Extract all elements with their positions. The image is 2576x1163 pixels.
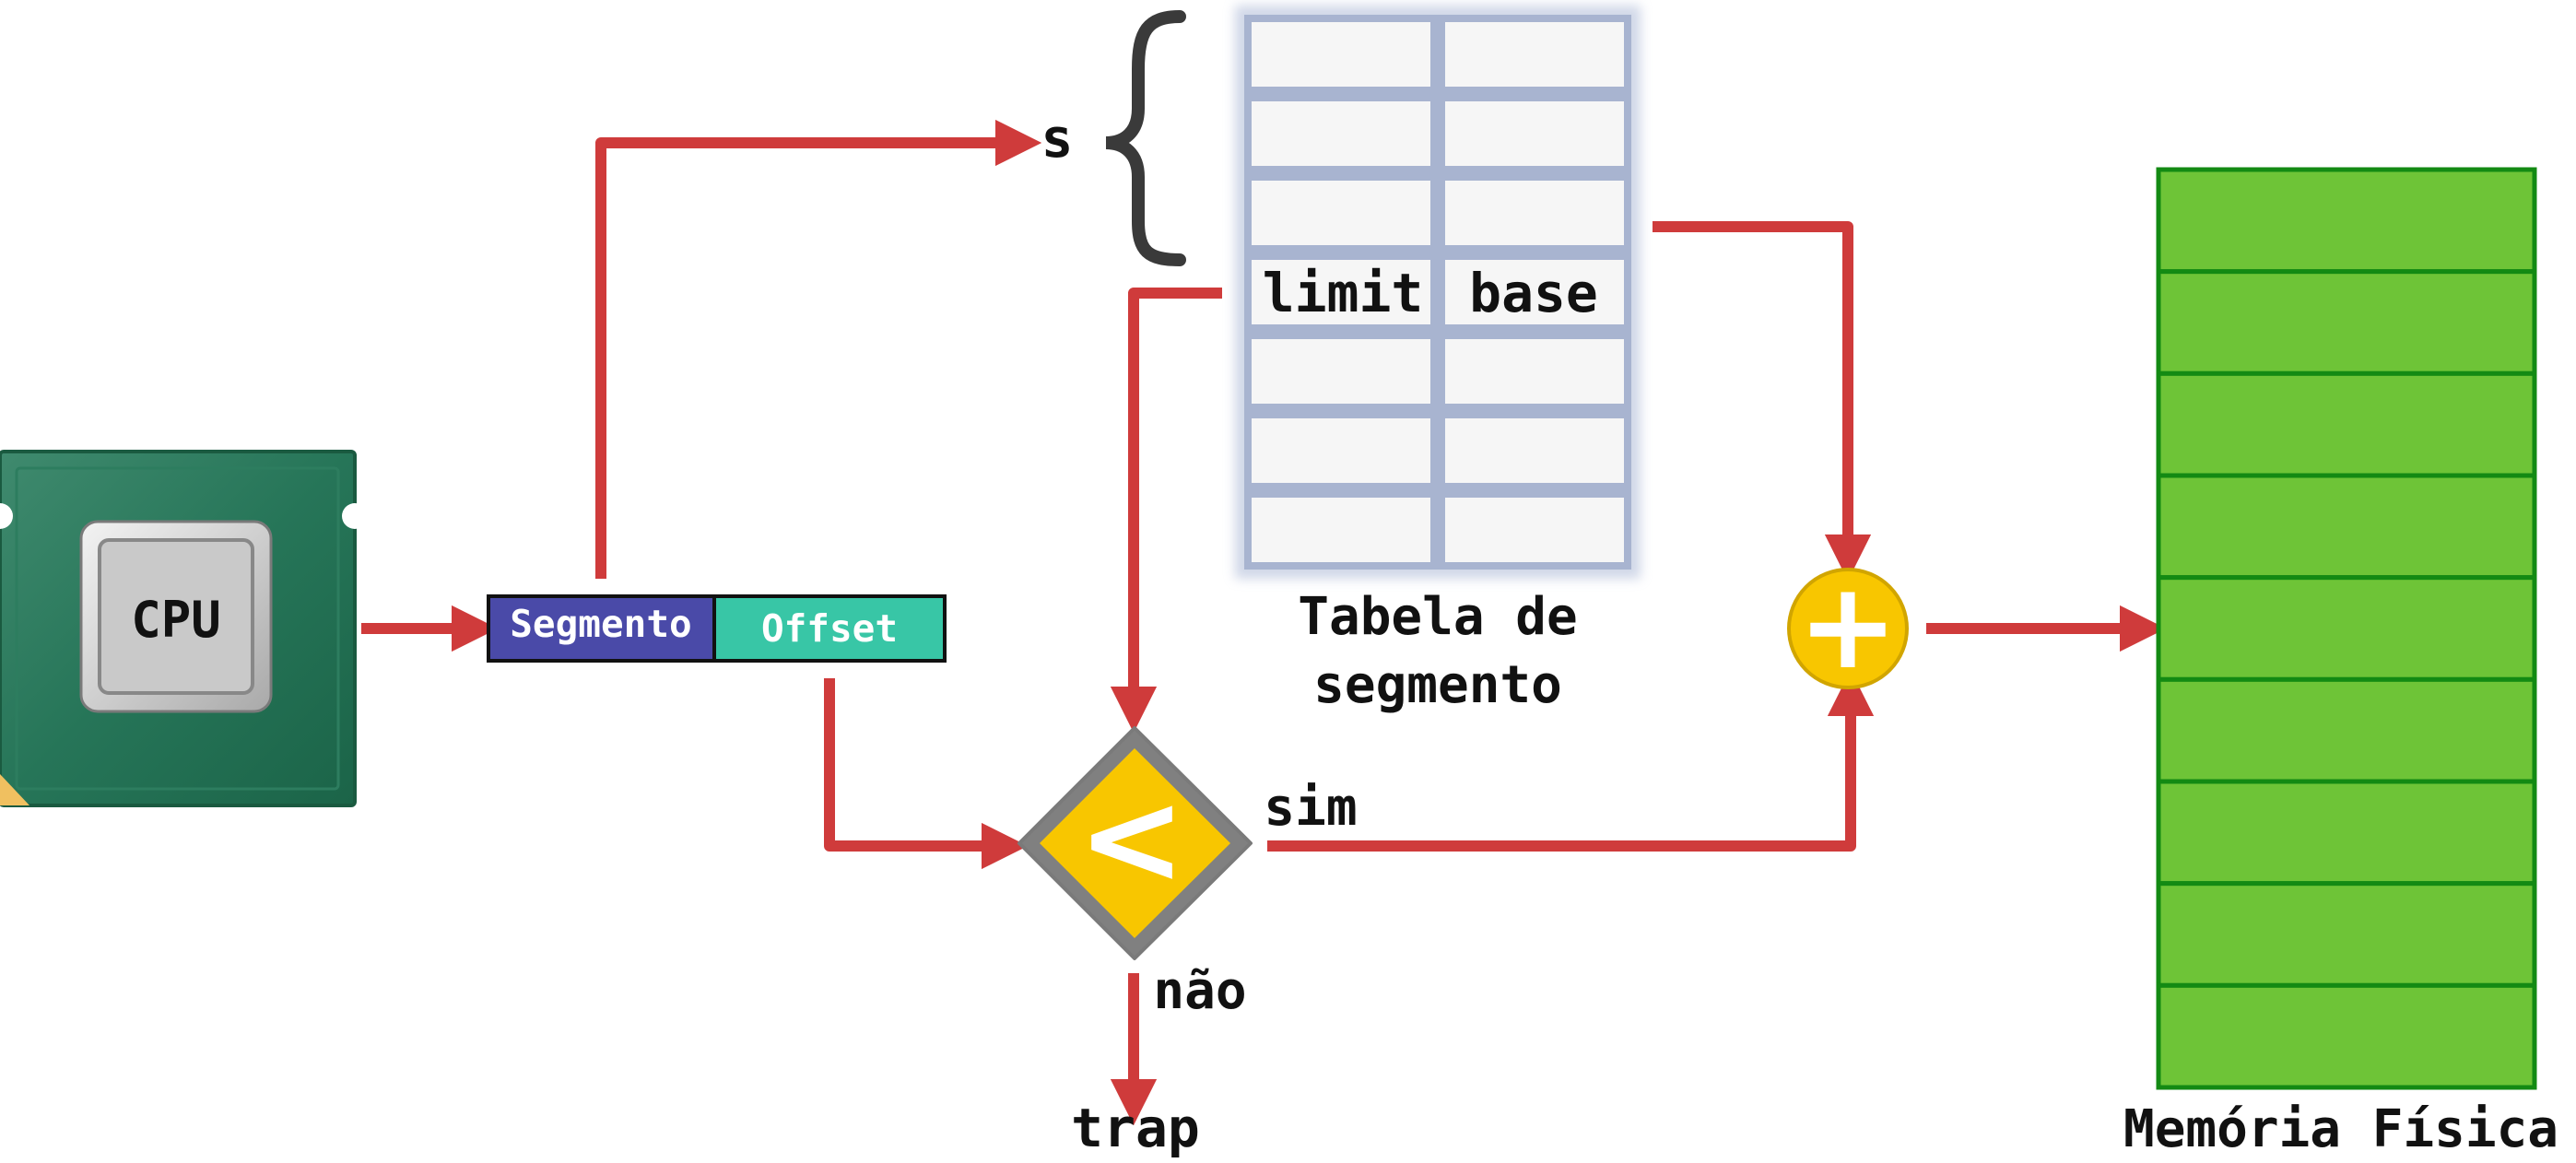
adder-symbol: +	[1798, 556, 1899, 696]
table-caption-line1: Tabela de	[1298, 587, 1577, 647]
segment-table-cell	[1445, 101, 1624, 166]
base-to-adder-arrow	[1653, 221, 1872, 582]
memory-block	[2156, 473, 2537, 581]
trap-label: trap	[1071, 1097, 1200, 1159]
comparator-symbol: <	[1077, 764, 1185, 914]
memory-block	[2156, 779, 2537, 887]
comparator: <	[1017, 726, 1253, 960]
segment-table-cell	[1445, 181, 1624, 245]
segment-field-label: Segmento	[510, 602, 691, 646]
segment-table-cell	[1252, 339, 1430, 404]
yes-to-adder-arrow	[1267, 669, 1875, 852]
memory-block	[2156, 269, 2537, 376]
segment-table-cell	[1252, 181, 1430, 245]
limit-to-comparator-arrow	[1110, 288, 1222, 734]
offset-to-comparator-arrow	[824, 678, 1029, 870]
table-limit-label: limit	[1263, 262, 1424, 324]
segment-table-cell	[1445, 22, 1624, 87]
curly-brace	[1105, 10, 1186, 266]
offset-field	[712, 594, 947, 663]
memory-block	[2156, 982, 2537, 1090]
segment-table-cells	[1244, 15, 1631, 570]
memory-block	[2156, 881, 2537, 988]
segment-field	[487, 594, 716, 663]
segment-table-cell	[1252, 418, 1430, 483]
table-base-label: base	[1469, 262, 1598, 324]
adder: +	[1787, 556, 1909, 696]
segment-pointer-label: s	[1041, 107, 1074, 170]
no-label: não	[1153, 961, 1246, 1021]
memory-block	[2156, 370, 2537, 478]
memory-block	[2156, 167, 2537, 275]
offset-field-label: Offset	[761, 606, 898, 651]
logical-address: Segmento Offset	[487, 594, 947, 663]
physical-memory	[2156, 167, 2537, 1090]
cpu-label: CPU	[131, 591, 221, 649]
segment-table: limit base	[1235, 6, 1641, 579]
segment-table-cell	[1445, 339, 1624, 404]
cpu-chip: CPU	[0, 450, 368, 807]
segment-table-cell	[1445, 260, 1624, 324]
segment-table-cell	[1252, 22, 1430, 87]
yes-label: sim	[1264, 778, 1357, 838]
memory-caption: Memória Física	[2123, 1099, 2558, 1159]
memory-block	[2156, 575, 2537, 682]
memory-block	[2156, 676, 2537, 784]
table-caption-line2: segmento	[1313, 655, 1562, 715]
segment-table-cell	[1445, 418, 1624, 483]
segment-table-cell	[1252, 101, 1430, 166]
segment-table-cell	[1252, 260, 1430, 324]
segment-table-cell	[1445, 498, 1624, 562]
segment-to-table-arrow	[595, 119, 1042, 579]
segment-table-cell	[1252, 498, 1430, 562]
